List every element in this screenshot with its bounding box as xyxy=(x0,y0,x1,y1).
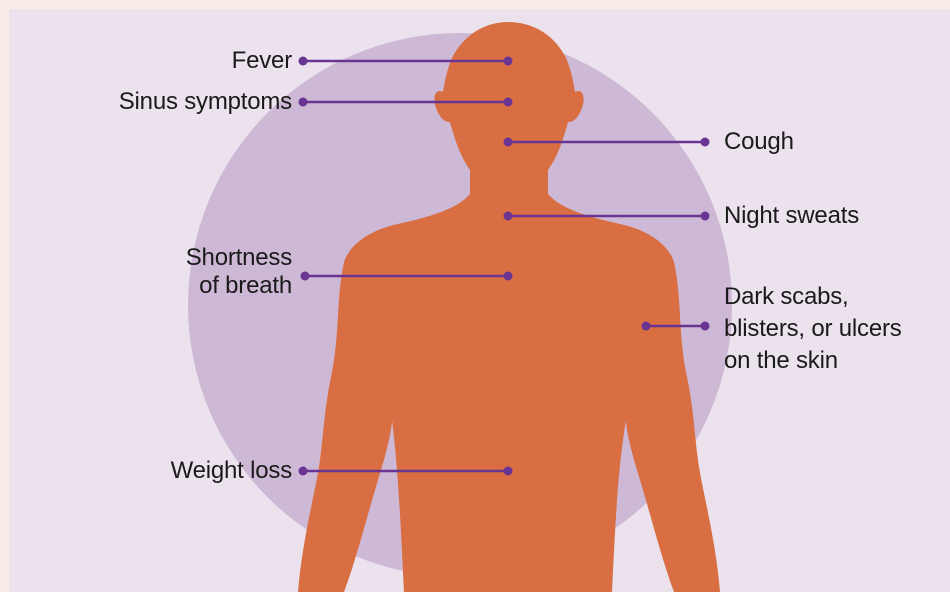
label-shortness-of-breath: Shortness of breath xyxy=(186,244,292,300)
dot-fever-label xyxy=(299,57,308,66)
label-skin-line-2: blisters, or ulcers xyxy=(724,313,902,345)
dot-skin-label xyxy=(701,322,710,331)
label-weight-loss: Weight loss xyxy=(171,457,292,485)
dot-sinus-label xyxy=(299,98,308,107)
label-shortness-line-2: of breath xyxy=(186,272,292,300)
label-skin-line-3: on the skin xyxy=(724,345,902,377)
dot-weight-loss-label xyxy=(299,467,308,476)
label-shortness-line-1: Shortness xyxy=(186,244,292,272)
dot-skin-body xyxy=(642,322,651,331)
label-skin-line-1: Dark scabs, xyxy=(724,281,902,313)
dot-night-sweats-body xyxy=(504,212,513,221)
dot-shortness-label xyxy=(301,272,310,281)
dot-shortness-body xyxy=(504,272,513,281)
dot-night-sweats-label xyxy=(701,212,710,221)
label-night-sweats: Night sweats xyxy=(724,202,859,230)
dot-cough-label xyxy=(701,138,710,147)
label-cough: Cough xyxy=(724,128,794,156)
dot-weight-loss-body xyxy=(504,467,513,476)
dot-cough-body xyxy=(504,138,513,147)
dot-sinus-body xyxy=(504,98,513,107)
label-skin-lesions: Dark scabs, blisters, or ulcers on the s… xyxy=(724,281,902,377)
label-sinus-symptoms: Sinus symptoms xyxy=(119,88,292,116)
dot-fever-body xyxy=(504,57,513,66)
label-fever: Fever xyxy=(232,47,292,75)
